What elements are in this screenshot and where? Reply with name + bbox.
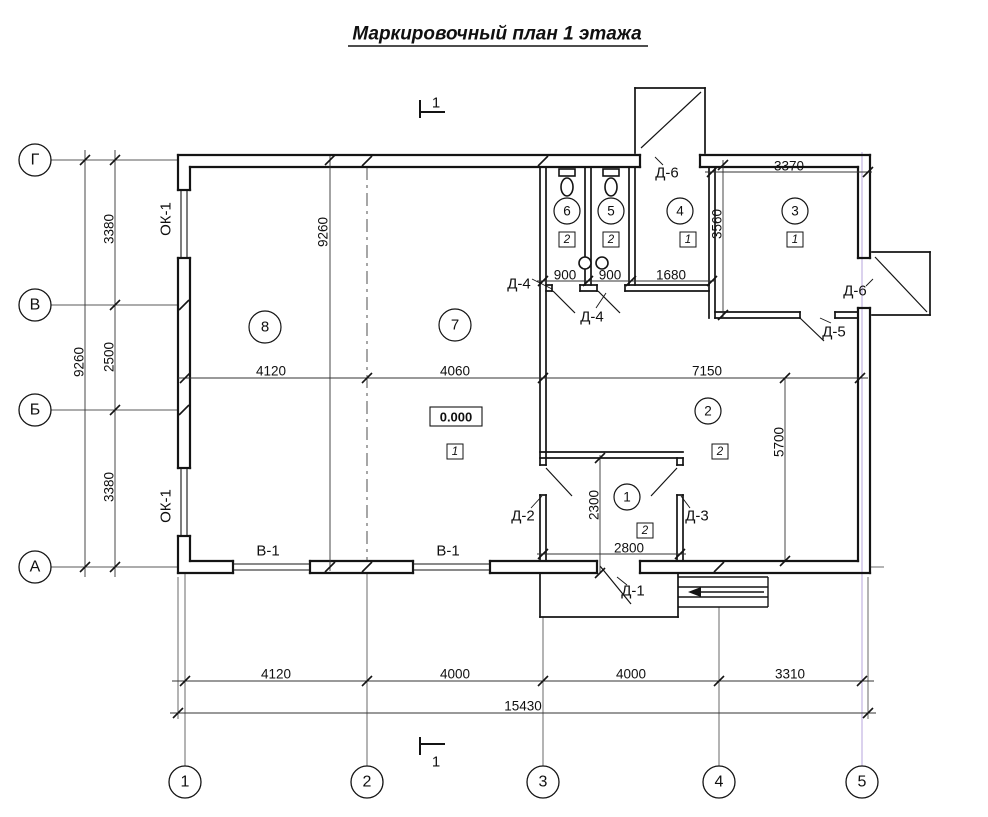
axis-row-b: Б — [30, 402, 41, 419]
dim-bottom-23: 4000 — [440, 667, 470, 682]
door-label-d4-mid: Д-4 — [580, 309, 604, 326]
room-markers: 8 7 6 5 4 3 2 1 — [248, 197, 809, 511]
right-entrance-projection — [871, 251, 931, 316]
room-7-number: 7 — [451, 317, 459, 334]
floor-mark-room4: 1 — [685, 234, 691, 246]
dim-room4-width: 1680 — [656, 268, 686, 283]
axis-col-4: 4 — [715, 774, 724, 791]
steps-arrow-head — [688, 587, 701, 597]
exterior-walls — [176, 153, 872, 575]
floor-mark-wc6: 2 — [563, 234, 571, 246]
toilet-fixture-room6 — [558, 168, 576, 197]
dim-left-ba: 3380 — [102, 472, 117, 502]
dim-left-gv: 3380 — [102, 214, 117, 244]
door-label-d4-left: Д-4 — [507, 276, 531, 293]
window-v1-center — [413, 563, 490, 571]
window-label-ok1-lower: ОК-1 — [158, 489, 175, 523]
door-d5-swing — [799, 317, 825, 342]
dim-mid-23: 4060 — [440, 364, 470, 379]
room-6-number: 6 — [563, 204, 571, 219]
toilet-fixture-room5 — [602, 168, 620, 197]
door-label-d2: Д-2 — [511, 508, 535, 525]
section-mark-top: 1 — [419, 95, 445, 118]
dim-room2-height: 5700 — [772, 427, 787, 457]
window-label-v1-center: В-1 — [436, 543, 459, 560]
sink-fixtures — [578, 256, 609, 270]
door-label-d1: Д-1 — [621, 583, 645, 600]
drawing-title: Маркировочный план 1 этажа — [352, 24, 642, 45]
window-label-v1-left: В-1 — [256, 543, 279, 560]
room-1-number: 1 — [623, 490, 631, 505]
door-label-d5: Д-5 — [822, 324, 846, 341]
door-label-d6-top: Д-6 — [655, 165, 679, 182]
axis-col-2: 2 — [363, 774, 372, 791]
axis-col-3: 3 — [539, 774, 548, 791]
door-label-d6-right: Д-6 — [843, 283, 867, 300]
dim-room3-height: 3560 — [710, 209, 725, 239]
floor-mark-wc5: 2 — [607, 234, 615, 246]
door-d4-mid-swing — [597, 290, 621, 314]
floor-mark-room7: 1 — [452, 446, 458, 458]
dimension-lines — [84, 150, 876, 714]
floor-mark-room2: 2 — [716, 446, 724, 458]
door-swings — [545, 290, 825, 605]
top-entrance-projection — [634, 87, 706, 154]
dim-mid-12: 4120 — [256, 364, 286, 379]
dimension-texts: 3370 3560 1680 900 900 9260 3380 2500 33… — [72, 159, 806, 714]
axis-row-a: А — [30, 559, 41, 576]
door-d3-swing — [650, 467, 678, 497]
level-mark: 0.000 — [429, 406, 483, 427]
section-mark-bottom-label: 1 — [432, 754, 440, 771]
opening-labels: Д-6 Д-4 Д-4 Д-6 Д-5 Д-2 Д-3 Д-1 В-1 В-1 … — [158, 165, 867, 600]
door-d2-swing — [545, 467, 573, 497]
axis-col-5: 5 — [858, 774, 867, 791]
axis-row-v: В — [30, 297, 41, 314]
dim-bottom-34: 4000 — [616, 667, 646, 682]
axis-row-g: Г — [31, 152, 40, 169]
section-mark-bottom: 1 — [419, 737, 445, 771]
door-d4-left-swing — [552, 290, 576, 314]
window-ok1-lower — [180, 468, 188, 536]
door-label-d3: Д-3 — [685, 508, 709, 525]
dim-left-total: 9260 — [72, 347, 87, 377]
level-mark-value: 0.000 — [440, 410, 473, 425]
dim-vestibule-height: 2300 — [587, 490, 602, 520]
dim-wc5-width: 900 — [599, 268, 622, 283]
dim-wc6-width: 900 — [554, 268, 577, 283]
room-2-number: 2 — [704, 404, 712, 419]
window-ok1-upper — [180, 190, 188, 258]
floor-mark-room3: 1 — [792, 234, 798, 246]
axis-col-1: 1 — [181, 774, 190, 791]
dim-bottom-45: 3310 — [775, 667, 805, 682]
dim-bottom-total: 15430 — [504, 699, 542, 714]
room-5-number: 5 — [607, 204, 615, 219]
window-v1-left — [233, 563, 310, 571]
dim-interior-height: 9260 — [316, 217, 331, 247]
dim-mid-35: 7150 — [692, 364, 722, 379]
dimension-ticks — [79, 154, 874, 719]
room-3-number: 3 — [791, 204, 799, 219]
dim-left-vb: 2500 — [102, 342, 117, 372]
entrance-porch — [539, 572, 679, 618]
door-d1-swing — [599, 565, 632, 605]
dim-bottom-12: 4120 — [261, 667, 291, 682]
axis-markers: Г В Б А 1 2 3 4 5 — [18, 143, 879, 799]
section-mark-top-label: 1 — [432, 95, 440, 112]
dim-room3-width: 3370 — [774, 159, 804, 174]
entrance-steps — [678, 576, 769, 608]
dim-vestibule-width: 2800 — [614, 541, 644, 556]
floor-type-markers: 2 2 1 1 1 2 2 — [446, 231, 804, 539]
window-label-ok1-upper: ОК-1 — [158, 202, 175, 236]
floor-mark-room1: 2 — [641, 525, 649, 537]
label-leaders — [530, 156, 874, 586]
room-8-number: 8 — [261, 319, 269, 336]
room-4-number: 4 — [676, 204, 684, 219]
